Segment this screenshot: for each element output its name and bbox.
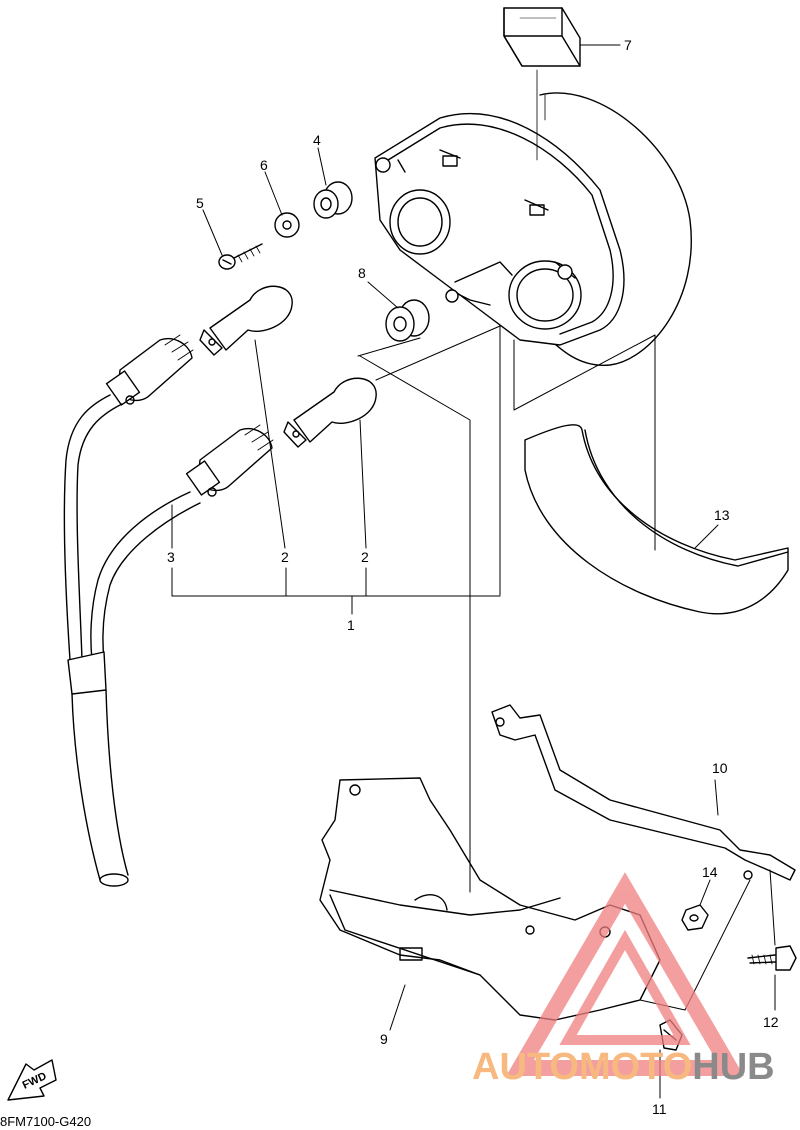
leader-lines	[171, 44, 776, 1099]
callout-2-right: 2	[361, 549, 369, 565]
callout-3: 3	[167, 549, 175, 565]
pad-block-7	[503, 7, 581, 67]
watermark-triangle-icon	[506, 872, 744, 1076]
bulb-2-upper	[199, 285, 293, 356]
callout-1: 1	[347, 617, 355, 633]
callout-6: 6	[260, 157, 268, 173]
lens-cover-13	[524, 424, 789, 615]
grommet-8	[385, 299, 430, 342]
wire-harness-3	[63, 394, 201, 887]
socket-upper	[105, 334, 194, 406]
callout-5: 5	[196, 195, 204, 211]
callout-4: 4	[313, 132, 321, 148]
callout-13: 13	[714, 507, 730, 523]
callout-10: 10	[712, 760, 728, 776]
callout-14: 14	[702, 864, 718, 880]
socket-lower	[185, 424, 274, 497]
stay-bracket-10	[491, 704, 796, 881]
diagram-code: 8FM7100-G420	[0, 1114, 92, 1129]
grommet-4	[313, 181, 353, 219]
callout-8: 8	[358, 265, 366, 281]
taillight-housing	[374, 69, 692, 366]
watermark-part2: HUB	[692, 1046, 775, 1088]
callout-9: 9	[380, 1031, 388, 1047]
callout-2-left: 2	[281, 549, 289, 565]
callout-7: 7	[624, 37, 632, 53]
callout-12: 12	[763, 1014, 779, 1030]
watermark-part1: AUTOMOTO	[472, 1046, 693, 1088]
nut-14	[681, 904, 709, 931]
screw-5	[218, 243, 263, 270]
bolt-12	[747, 945, 797, 971]
fwd-arrow-icon	[7, 1059, 57, 1101]
callout-11: 11	[652, 1101, 667, 1117]
washer-6	[274, 212, 300, 238]
watermark-text: AUTOMOTOHUB	[472, 1046, 775, 1089]
bulb-2-lower	[283, 377, 377, 448]
